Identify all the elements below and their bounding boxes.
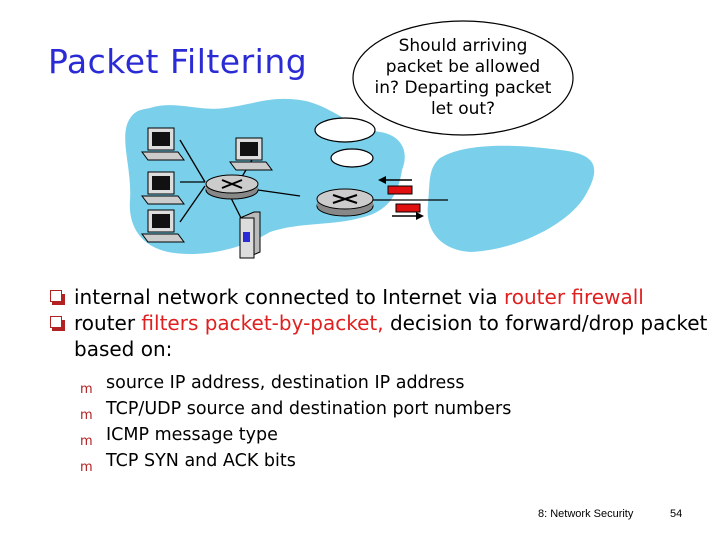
footer-chapter: 8: Network Security <box>538 508 634 520</box>
page-number: 54 <box>670 508 683 520</box>
callout-line: in? Departing packet <box>374 78 552 98</box>
small-m-bullet-icon: m <box>80 434 93 449</box>
slide-title: Packet Filtering <box>48 42 308 81</box>
sub-bullet-item: m ICMP message type <box>50 422 710 449</box>
thought-bubble-small <box>330 148 374 168</box>
sub-bullet-item: m TCP/UDP source and destination port nu… <box>50 396 710 423</box>
callout-line: Should arriving <box>398 36 528 56</box>
sub-bullet-item: m source IP address, destination IP addr… <box>50 370 710 397</box>
callout-line: packet be allowed <box>385 57 541 77</box>
square-bullet-icon <box>50 316 65 331</box>
callout-line: let out? <box>430 99 496 119</box>
departing-packet <box>395 203 421 213</box>
bullet-text: internal network connected to Internet v… <box>74 285 504 309</box>
firewall-router-icon <box>316 188 374 217</box>
host-computer-icon <box>141 127 185 161</box>
host-computer-icon <box>229 137 273 171</box>
host-computer-icon <box>141 209 185 243</box>
bullet-text: decision to forward/drop packet based on… <box>74 311 708 361</box>
sub-bullet-item: m TCP SYN and ACK bits <box>50 448 710 475</box>
callout-text: Should arriving packet be allowed in? De… <box>360 36 566 120</box>
sub-bullet-text: TCP/UDP source and destination port numb… <box>106 399 512 419</box>
arriving-packet <box>387 185 413 195</box>
bullet-item: internal network connected to Internet v… <box>50 284 710 310</box>
router-icon <box>205 174 259 200</box>
sub-bullet-list: m source IP address, destination IP addr… <box>50 370 710 475</box>
internet-cloud <box>427 145 595 252</box>
bullet-item: router filters packet-by-packet, decisio… <box>50 310 710 362</box>
bullet-text-highlight: filters packet-by-packet, <box>141 311 384 335</box>
sub-bullet-text: source IP address, destination IP addres… <box>106 373 465 393</box>
thought-bubble-large <box>352 20 574 136</box>
square-bullet-icon <box>50 290 65 305</box>
bullet-text: router <box>74 311 142 335</box>
small-m-bullet-icon: m <box>80 408 93 423</box>
thought-bubble-medium <box>314 117 376 143</box>
server-icon <box>239 211 261 259</box>
bullet-list: internal network connected to Internet v… <box>50 284 710 475</box>
host-computer-icon <box>141 171 185 205</box>
sub-bullet-text: TCP SYN and ACK bits <box>106 451 296 471</box>
small-m-bullet-icon: m <box>80 382 93 397</box>
bullet-text-highlight: router firewall <box>503 285 644 309</box>
network-diagram <box>125 20 595 259</box>
sub-bullet-text: ICMP message type <box>106 425 278 445</box>
small-m-bullet-icon: m <box>80 460 93 475</box>
